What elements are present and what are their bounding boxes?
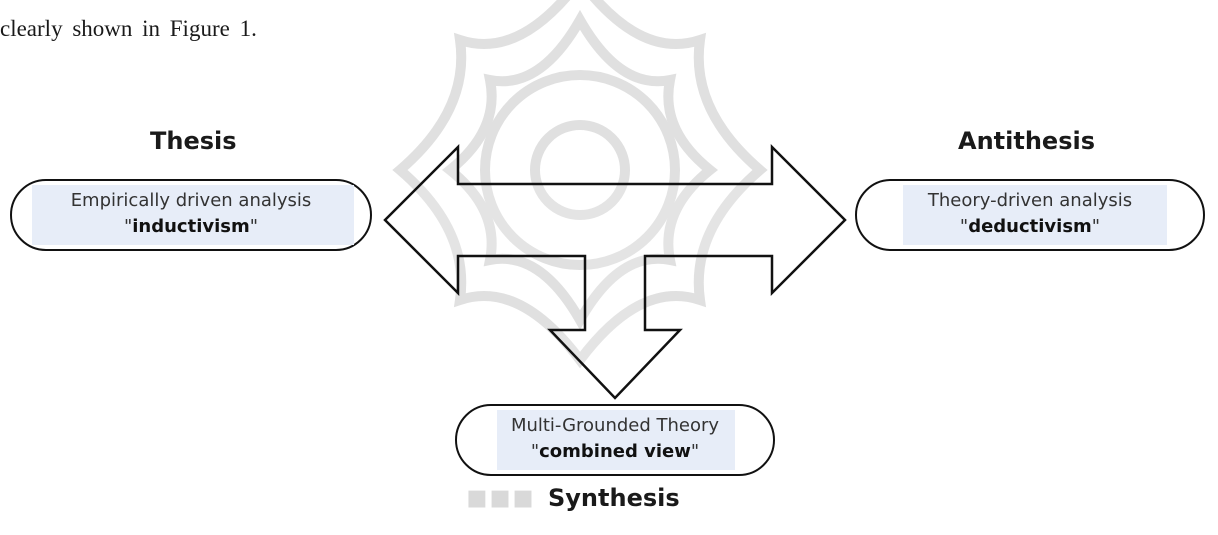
- thesis-box: Empirically driven analysis "inductivism…: [10, 179, 372, 251]
- synthesis-box-fill: [497, 410, 735, 470]
- combined-arrow-shape: [383, 143, 847, 400]
- synthesis-term: "combined view": [530, 441, 700, 462]
- synthesis-heading: Synthesis: [548, 484, 680, 512]
- antithesis-box-fill: [903, 185, 1167, 245]
- thesis-box-fill: [32, 185, 354, 245]
- intro-text: clearly shown in Figure 1.: [0, 16, 257, 41]
- antithesis-heading: Antithesis: [958, 127, 1095, 155]
- antithesis-line: Theory-driven analysis: [927, 190, 1133, 211]
- thesis-term: "inductivism": [123, 216, 259, 237]
- synthesis-line: Multi-Grounded Theory: [510, 415, 720, 436]
- synthesis-box: Multi-Grounded Theory "combined view": [455, 404, 775, 476]
- thesis-line: Empirically driven analysis: [70, 190, 312, 211]
- watermark-text: ▪︎▪︎▪︎: [465, 477, 534, 517]
- antithesis-box: Theory-driven analysis "deductivism": [855, 179, 1205, 251]
- antithesis-term: "deductivism": [959, 216, 1101, 237]
- thesis-heading: Thesis: [150, 127, 237, 155]
